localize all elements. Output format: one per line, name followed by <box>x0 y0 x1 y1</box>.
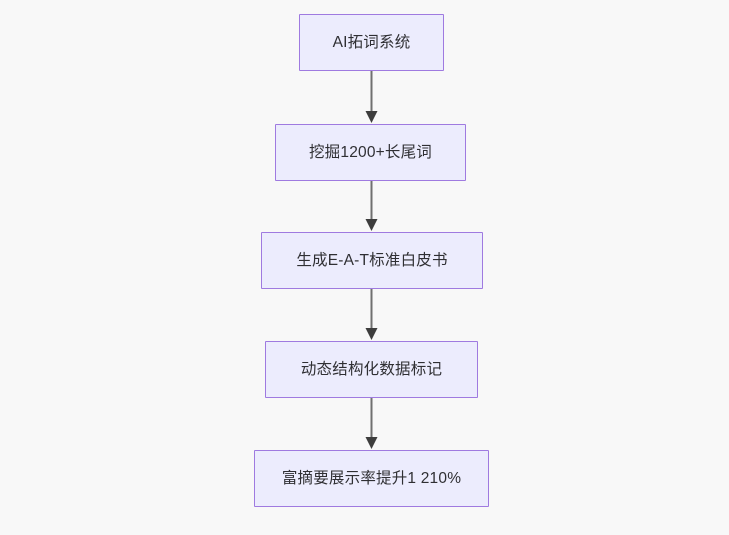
flowchart-node-label: 动态结构化数据标记 <box>300 360 443 378</box>
flowchart-node-generate-eat-whitepaper[interactable]: 生成E-A-T标准白皮书 <box>261 232 483 289</box>
edge-n2-n3 <box>365 181 378 231</box>
flowchart-node-mine-longtail-keywords[interactable]: 挖掘1200+长尾词 <box>275 124 466 181</box>
flowchart-node-label: 生成E-A-T标准白皮书 <box>296 251 448 269</box>
edge-n4-n5 <box>365 398 378 449</box>
flowchart-node-label: 富摘要展示率提升1 210% <box>281 469 462 487</box>
flowchart-node-label: 挖掘1200+长尾词 <box>308 143 433 161</box>
flowchart-node-label: AI拓词系统 <box>332 33 411 51</box>
flowchart-node-rich-snippet-rate-increase[interactable]: 富摘要展示率提升1 210% <box>254 450 489 507</box>
edge-n3-n4 <box>365 289 378 340</box>
edge-n1-n2 <box>365 71 378 123</box>
flowchart-node-ai-keyword-system[interactable]: AI拓词系统 <box>299 14 444 71</box>
flowchart-node-dynamic-structured-data-markup[interactable]: 动态结构化数据标记 <box>265 341 478 398</box>
